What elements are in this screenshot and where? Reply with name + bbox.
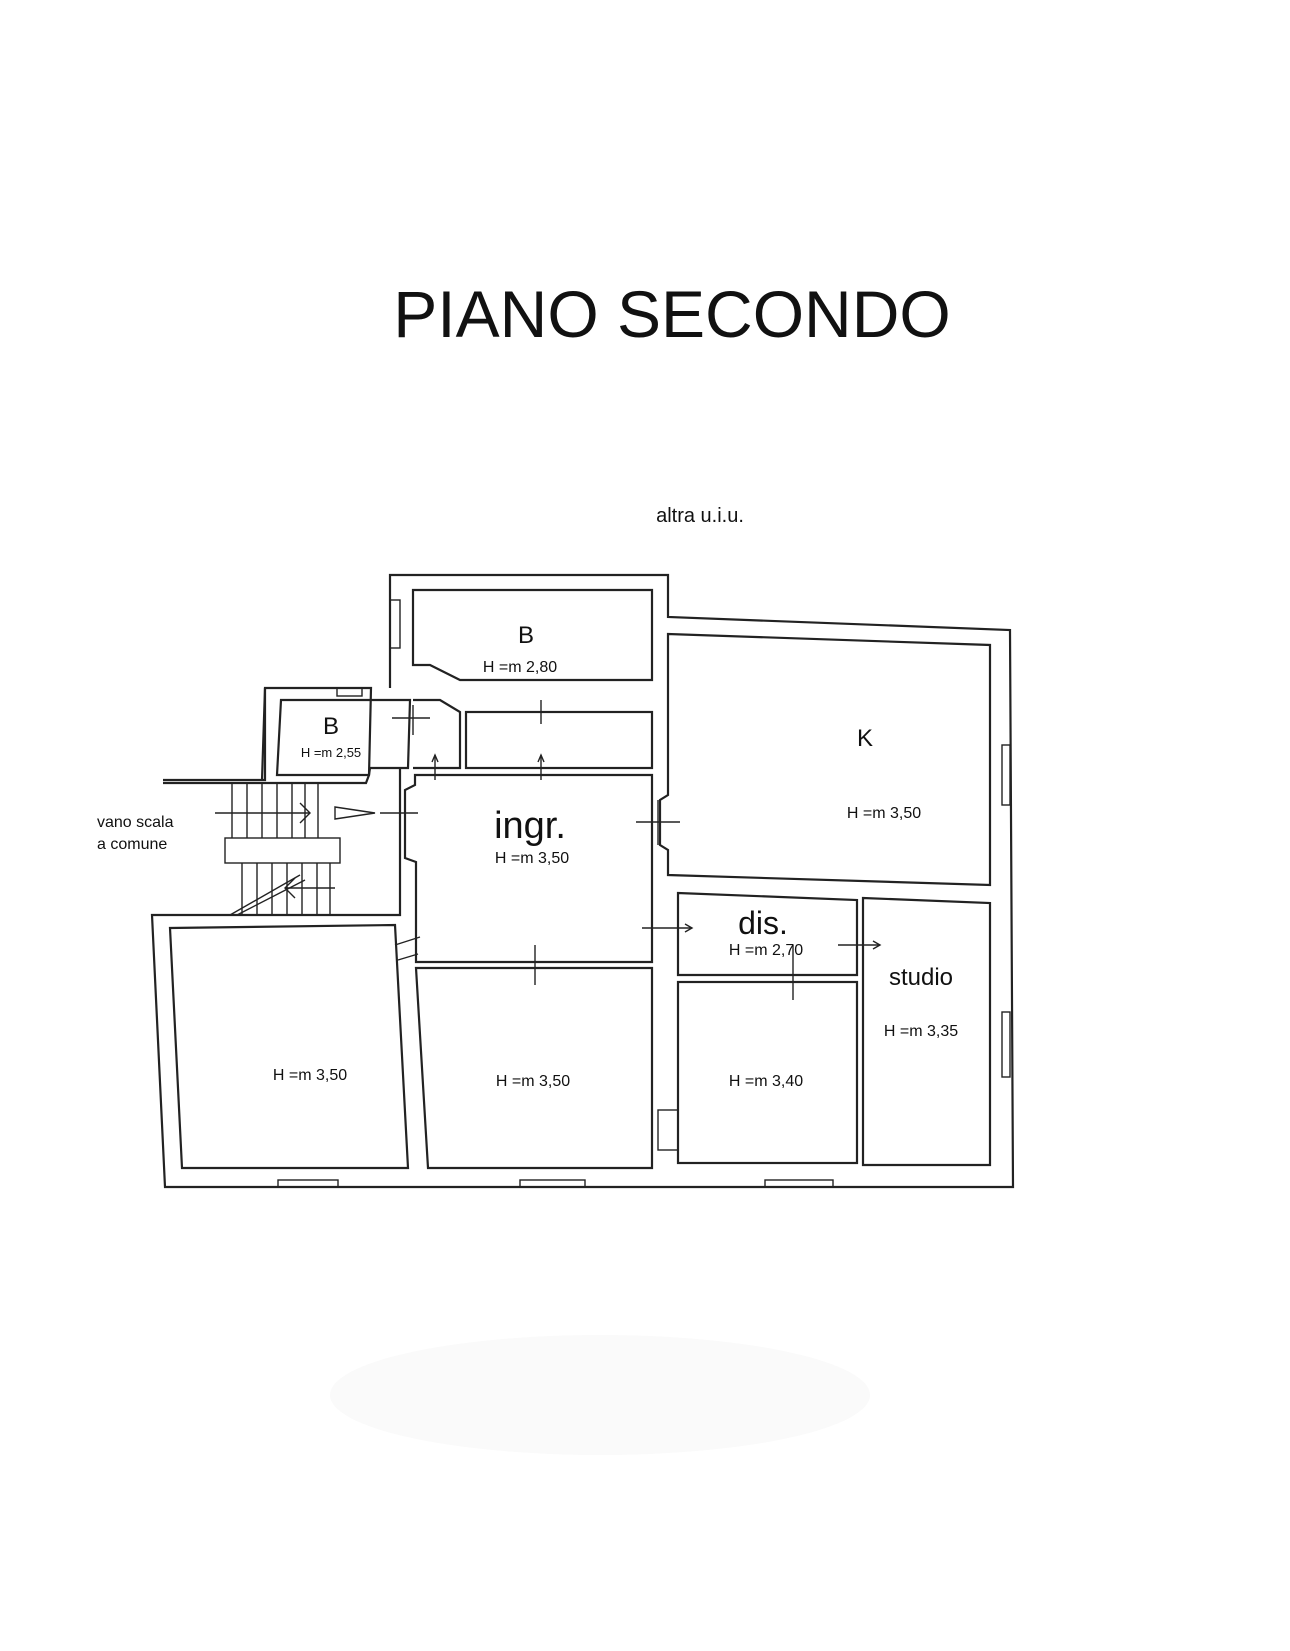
stair-label-line2: a comune	[97, 836, 167, 853]
room-height: H =m 2,70	[729, 942, 803, 959]
room-name: B	[323, 713, 339, 740]
room-entrance: ingr. H =m 3,50	[494, 805, 569, 867]
room-kitchen: K H =m 3,50	[847, 725, 921, 822]
room-height: H =m 2,55	[301, 745, 361, 760]
room-right: H =m 3,40	[729, 1073, 803, 1090]
room-height: H =m 3,50	[496, 1073, 570, 1090]
staircase	[215, 783, 376, 916]
room-middle: H =m 3,50	[496, 1073, 570, 1090]
windows	[277, 599, 1011, 1188]
faint-smudge	[330, 1335, 870, 1455]
neighbor-unit-label: altra u.i.u.	[656, 505, 744, 527]
room-height: H =m 2,80	[483, 659, 557, 676]
room-b-small: B H =m 2,55	[301, 713, 361, 760]
room-name: K	[857, 725, 873, 752]
outer-walls	[150, 573, 1015, 1189]
room-b-top: B H =m 2,80	[483, 622, 557, 676]
room-name: studio	[889, 964, 953, 991]
door-marks	[380, 700, 882, 1000]
room-height: H =m 3,50	[273, 1067, 347, 1084]
room-name: dis.	[738, 905, 788, 941]
room-left: H =m 3,50	[273, 1067, 347, 1084]
room-hall: dis. H =m 2,70	[729, 905, 803, 959]
room-height: H =m 3,50	[847, 805, 921, 822]
room-walls	[168, 588, 992, 1170]
room-name: B	[518, 622, 534, 649]
room-studio: studio H =m 3,35	[884, 964, 958, 1040]
room-height: H =m 3,40	[729, 1073, 803, 1090]
plan-title: PIANO SECONDO	[393, 277, 950, 351]
room-name: ingr.	[494, 805, 566, 847]
room-height: H =m 3,35	[884, 1023, 958, 1040]
room-height: H =m 3,50	[495, 850, 569, 867]
stair-label-line1: vano scala	[97, 814, 174, 831]
